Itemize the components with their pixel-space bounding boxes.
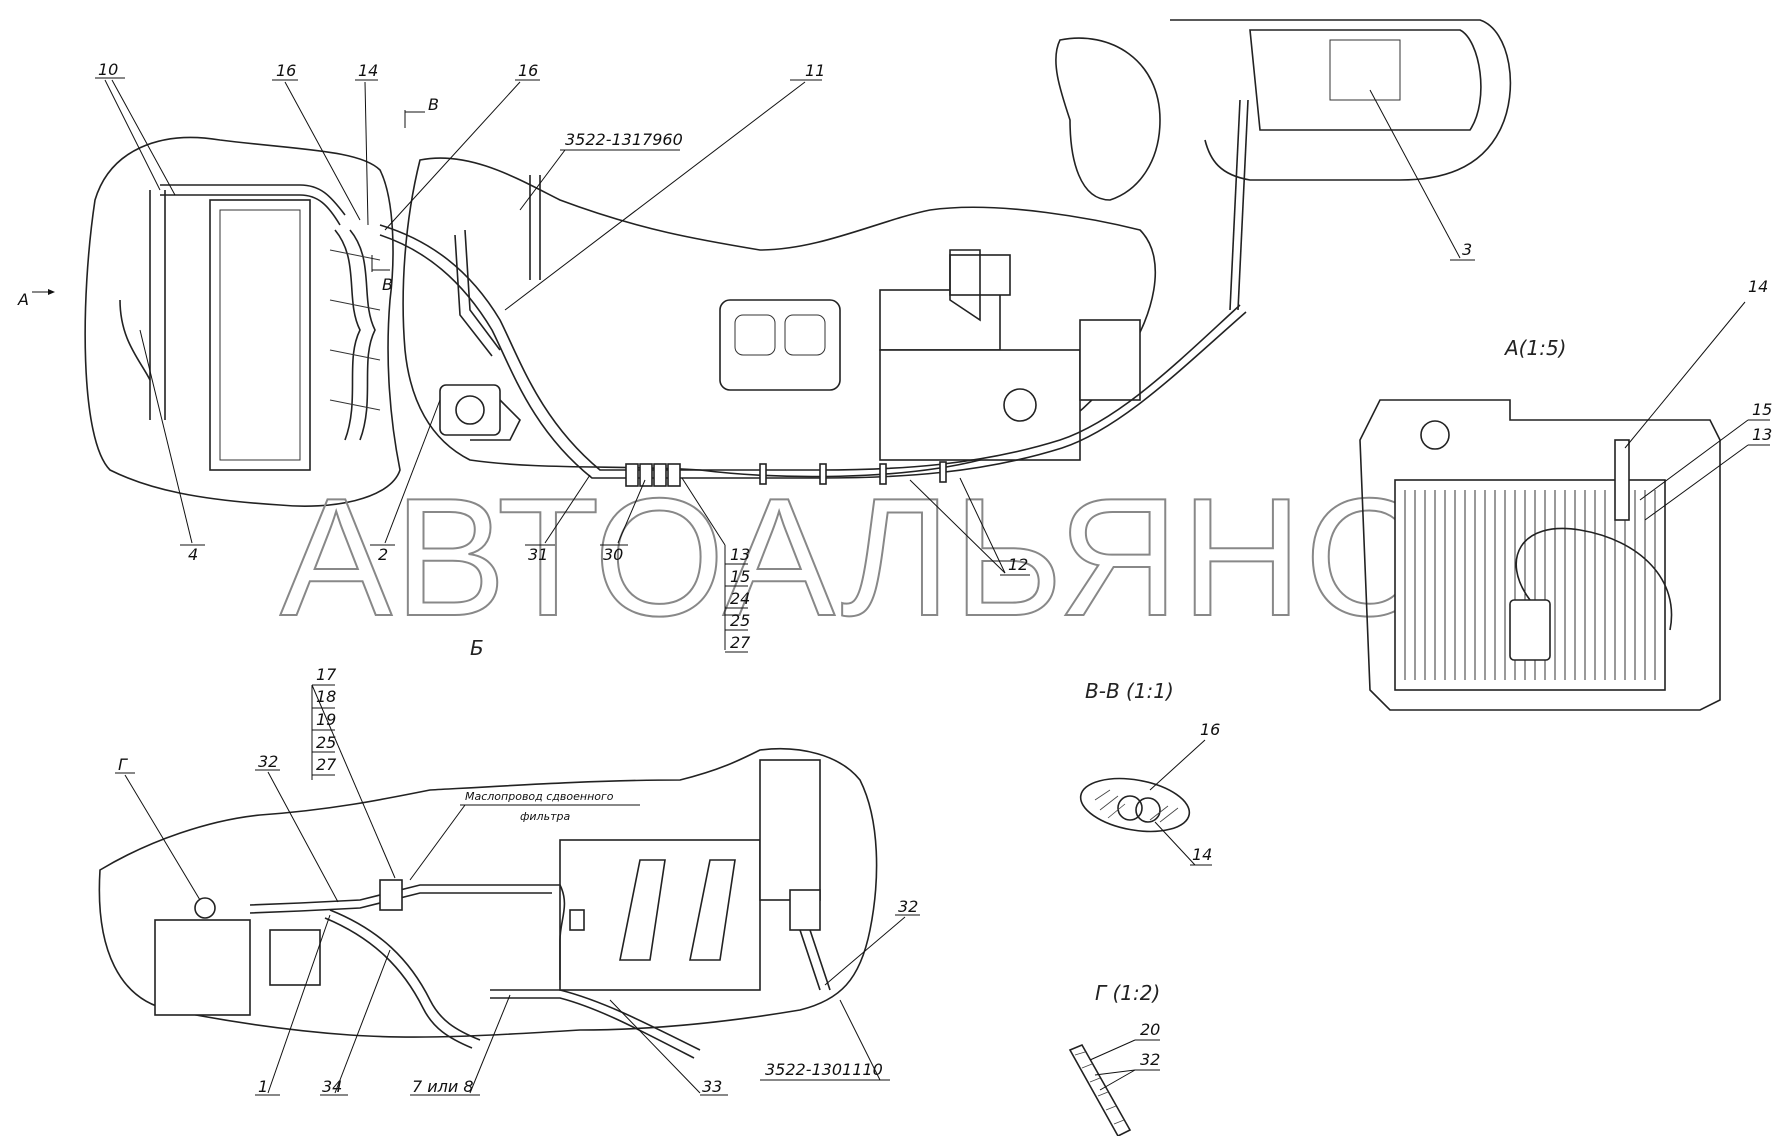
detail-a-callout-15: 15 bbox=[1752, 400, 1772, 419]
note-line-2: фильтра bbox=[520, 810, 570, 823]
detail-a-callout-13: 13 bbox=[1752, 425, 1772, 444]
section-mark-v-top: В bbox=[428, 95, 439, 114]
note-line-1: Маслопровод сдвоенного bbox=[465, 790, 614, 803]
callout-25: 25 bbox=[730, 611, 750, 630]
receiver-drier bbox=[1509, 599, 1551, 661]
detail-g-callout-32: 32 bbox=[1140, 1050, 1160, 1069]
compressor bbox=[439, 384, 521, 441]
detail-a-title: А(1:5) bbox=[1503, 336, 1566, 360]
fan bbox=[329, 229, 381, 441]
section-vv-title: В-В (1:1) bbox=[1085, 679, 1174, 703]
view-label-b: Б bbox=[470, 636, 484, 660]
radiator-core bbox=[209, 199, 311, 471]
callout-16a: 16 bbox=[276, 61, 296, 80]
callout-10: 10 bbox=[98, 60, 118, 79]
section-vv: В-В (1:1) 16 14 bbox=[1079, 679, 1220, 866]
callout-15: 15 bbox=[730, 567, 750, 586]
callout-g: Г bbox=[118, 755, 128, 774]
detail-g-callout-20: 20 bbox=[1140, 1020, 1160, 1039]
condenser-fins bbox=[1404, 490, 1656, 680]
main-hose-upper bbox=[379, 224, 1241, 471]
radiator-area-outline bbox=[84, 136, 401, 508]
callout-14: 14 bbox=[358, 61, 378, 80]
cab-floor bbox=[1170, 19, 1512, 181]
callout-1: 1 bbox=[258, 1077, 268, 1096]
bottom-callouts: 17 18 19 25 27 Г 32 Маслопровод сдвоенно… bbox=[115, 665, 920, 1096]
gearbox bbox=[559, 839, 761, 991]
part-number-lower: 3522-1301110 bbox=[765, 1060, 883, 1079]
bottom-view bbox=[98, 747, 878, 1059]
part-number-upper: 3522-1317960 bbox=[565, 130, 683, 149]
callout-32b: 32 bbox=[898, 897, 918, 916]
callout-30: 30 bbox=[603, 545, 623, 564]
view-label-a: А bbox=[17, 290, 29, 309]
section-vv-callout-14: 14 bbox=[1192, 845, 1212, 864]
callout-13: 13 bbox=[730, 545, 750, 564]
callout-27: 27 bbox=[730, 633, 751, 652]
battery-box bbox=[154, 919, 251, 1016]
callout-4: 4 bbox=[188, 545, 198, 564]
seat bbox=[1055, 37, 1161, 201]
callout-2: 2 bbox=[378, 545, 388, 564]
main-hose-lower bbox=[379, 234, 1247, 479]
callout-19: 19 bbox=[316, 710, 336, 729]
engine-block-left bbox=[719, 299, 841, 391]
detail-a: А(1:5) 14 15 13 bbox=[1359, 277, 1772, 711]
callout-18: 18 bbox=[316, 687, 336, 706]
callout-17: 17 bbox=[316, 665, 337, 684]
top-callouts: 10 16 14 16 В В 3522-1317960 11 3 А bbox=[17, 60, 1475, 660]
callout-33: 33 bbox=[702, 1077, 722, 1096]
callout-32a: 32 bbox=[258, 752, 278, 771]
bottom-view-outline bbox=[98, 747, 878, 1038]
callout-31: 31 bbox=[528, 545, 548, 564]
callout-27-bottom: 27 bbox=[316, 755, 337, 774]
callout-24: 24 bbox=[730, 589, 750, 608]
hose-fittings bbox=[625, 461, 947, 487]
section-vv-callout-16: 16 bbox=[1200, 720, 1220, 739]
detail-a-outline bbox=[1359, 399, 1721, 711]
callout-7-or-8: 7 или 8 bbox=[412, 1077, 474, 1096]
pump bbox=[879, 289, 1001, 351]
callout-16b: 16 bbox=[518, 61, 538, 80]
section-mark-v-bottom: В bbox=[382, 275, 393, 294]
engine-block-right bbox=[879, 349, 1081, 461]
top-main-view bbox=[84, 19, 1512, 508]
detail-a-callout-14: 14 bbox=[1748, 277, 1768, 296]
callout-3: 3 bbox=[1462, 240, 1472, 259]
detail-g: Г (1:2) 20 32 bbox=[1068, 981, 1160, 1136]
callout-12: 12 bbox=[1008, 555, 1028, 574]
callout-25-bottom: 25 bbox=[316, 733, 336, 752]
detail-g-title: Г (1:2) bbox=[1095, 981, 1160, 1005]
watermark-text: АВТОАЛЬЯНС bbox=[280, 463, 1428, 651]
callout-34: 34 bbox=[322, 1077, 342, 1096]
callout-11: 11 bbox=[805, 61, 825, 80]
